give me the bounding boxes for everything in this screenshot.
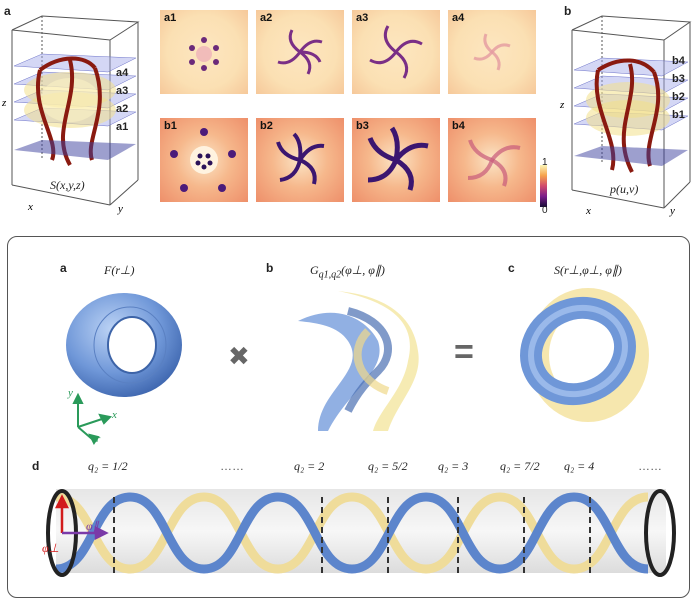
ellipsis: …… <box>638 459 662 473</box>
q-label: q₂ = 3 <box>438 459 469 473</box>
svg-text:z: z <box>1 97 7 109</box>
tile-b4: b4 <box>448 118 536 202</box>
q-label: q₂ = 7/2 <box>500 459 540 473</box>
tile-a2: a2 <box>256 10 344 94</box>
torus-figure <box>66 293 182 397</box>
formula-S: S(r⊥,φ⊥, φ∥) <box>554 263 622 277</box>
level-label: b3 <box>672 73 685 85</box>
panel-a-function-label: S(x,y,z) <box>50 178 85 192</box>
tile-a1: a1 <box>160 10 248 94</box>
combined-tori-figure <box>520 288 649 422</box>
svg-text:z: z <box>559 99 565 111</box>
panel-b-function-label: p(u,v) <box>610 182 639 196</box>
times-operator: ✖ <box>228 341 250 371</box>
svg-text:y: y <box>669 205 675 217</box>
level-label: a2 <box>116 103 129 115</box>
tile-b3: b3 <box>352 118 440 202</box>
axis-x-label: x <box>112 409 117 421</box>
svg-text:x: x <box>585 205 591 217</box>
q-label: q₂ = 5/2 <box>368 459 408 473</box>
tile-b1: b1 <box>160 118 248 202</box>
tile-a4: a4 <box>448 10 536 94</box>
top-panel-b: b z x y b4 b3 b2 <box>550 0 700 230</box>
tile-a3: a3 <box>352 10 440 94</box>
svg-text:y: y <box>117 203 123 215</box>
bottom-panel-d-label: d <box>32 459 40 473</box>
colorbar-max: 1 <box>542 157 548 168</box>
tile-label: a4 <box>452 12 465 24</box>
tile-label: a3 <box>356 12 369 24</box>
ellipsis: …… <box>220 459 244 473</box>
twisted-surface-figure <box>298 291 419 431</box>
top-panel-a: a z x <box>0 0 150 230</box>
level-label: b1 <box>672 109 685 121</box>
bottom-figure-box: a F(r⊥) y x r ✖ b Gq1,q2(φ⊥, φ∥) <box>7 236 690 598</box>
tile-label: a1 <box>164 12 177 24</box>
panel-b-3d-plot: z x y <box>559 15 692 217</box>
level-label: a3 <box>116 85 129 97</box>
panel-a-3d-plot: z x y <box>1 15 140 215</box>
equals-operator: = <box>454 333 474 371</box>
q-label: q₂ = 2 <box>294 459 325 473</box>
panel-b-label: b <box>564 4 572 18</box>
q-label: q₂ = 1/2 <box>88 459 128 473</box>
panel-a-label: a <box>4 4 11 18</box>
level-label: b2 <box>672 91 685 103</box>
bottom-panel-c-label: c <box>508 261 515 275</box>
tile-label: b3 <box>356 120 369 132</box>
colorbar <box>540 165 547 207</box>
tiles-grid: a1 a2 a3 a4 b1 b2 b3 <box>160 0 550 230</box>
axis-y-label: y <box>68 387 73 399</box>
phi-par-label: φ∥ <box>86 519 99 533</box>
phi-perp-label: φ⊥ <box>42 541 60 555</box>
tile-label: b2 <box>260 120 273 132</box>
axes-triad <box>72 392 113 445</box>
tile-label: a2 <box>260 12 273 24</box>
q-label: q₂ = 4 <box>564 459 595 473</box>
bottom-panel-a-label: a <box>60 261 67 275</box>
level-label: a1 <box>116 121 129 133</box>
bottom-panel-b-label: b <box>266 261 274 275</box>
tile-label: b1 <box>164 120 177 132</box>
level-label: a4 <box>116 67 129 79</box>
tile-label: b4 <box>452 120 465 132</box>
formula-F: F(r⊥) <box>104 263 135 277</box>
axis-r-label: r <box>96 433 101 445</box>
colorbar-min: 0 <box>542 205 548 216</box>
tile-b2: b2 <box>256 118 344 202</box>
level-label: b4 <box>672 55 685 67</box>
formula-G: Gq1,q2(φ⊥, φ∥) <box>310 263 385 281</box>
svg-text:x: x <box>27 201 33 213</box>
helix-figure <box>46 489 676 577</box>
